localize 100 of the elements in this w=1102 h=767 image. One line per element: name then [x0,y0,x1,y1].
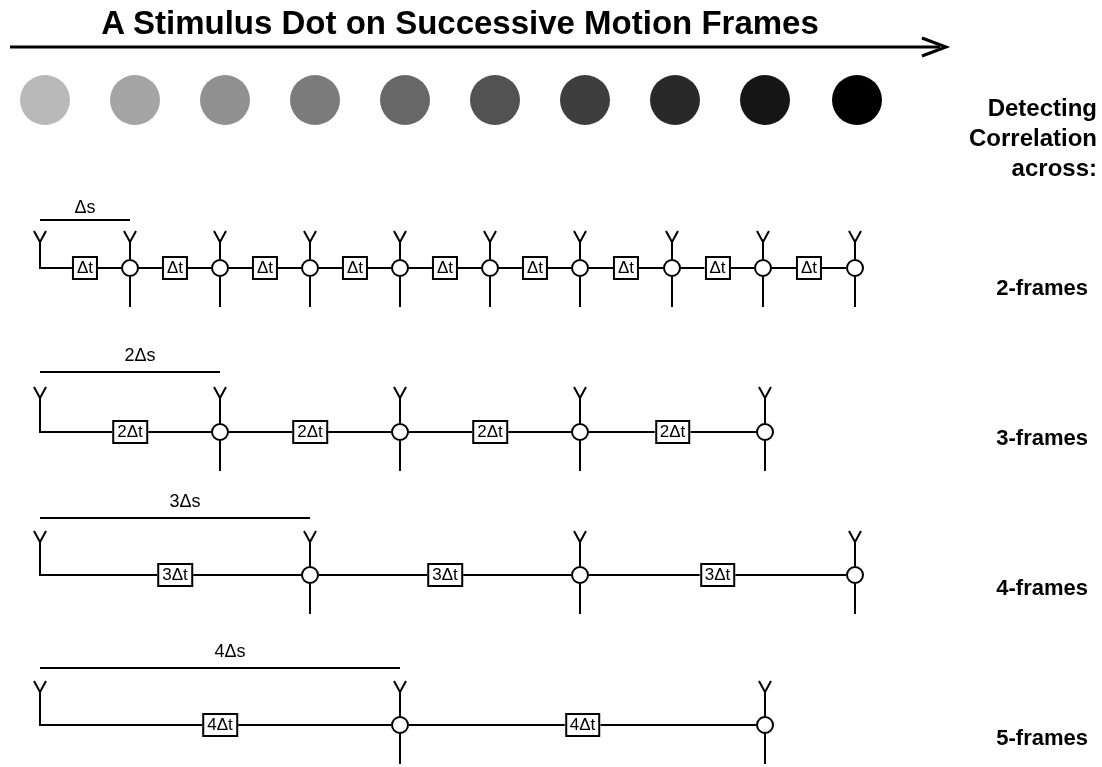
delay-box: 2Δt [654,420,691,444]
connector-line [146,431,212,433]
connector-line [506,431,572,433]
correlator-circle [756,716,774,734]
receptor-line [848,230,862,260]
output-line [309,276,311,308]
connector-line [408,724,566,726]
correlator-circle [846,259,864,277]
receptor-line [123,230,137,260]
receptor-line [303,230,317,260]
stimulus-dot [110,75,160,125]
title: A Stimulus Dot on Successive Motion Frames [101,4,819,42]
stimulus-dot [380,75,430,125]
stimulus-dot [470,75,520,125]
correlator-circle [571,423,589,441]
stimulus-dot [832,75,882,125]
stimulus-dot [560,75,610,125]
connector-line [734,574,847,576]
output-line [854,583,856,615]
delay-box: Δt [704,256,731,280]
connector-line [367,267,392,269]
output-line [764,440,766,472]
output-line [579,276,581,308]
connector-line [236,724,392,726]
delay-box: 2Δt [112,420,148,444]
output-line [489,276,491,308]
column-heading: Detecting Correlation across: [968,93,1097,183]
correlator-circle [663,259,681,277]
connector-line [599,724,757,726]
correlator-circle [301,566,319,584]
correlator-circle [571,259,589,277]
correlator-circle [754,259,772,277]
delay-box: Δt [612,256,640,280]
correlator-circle [391,259,409,277]
receptor-line [573,230,587,260]
connector-line [771,267,797,269]
connector-line [326,431,392,433]
connector-line [729,267,755,269]
correlator-circle [211,423,229,441]
row-label: 4-frames [996,575,1088,601]
receptor-line [573,530,587,567]
output-line [399,440,401,472]
row-label: 3-frames [996,425,1088,451]
connector-line [191,574,302,576]
delay-box: 3Δt [427,563,463,587]
connector-line [228,267,253,269]
connector-line [228,431,294,433]
connector-line [461,574,572,576]
delay-box: Δt [341,256,369,280]
connector-line [588,431,656,433]
receptor-line [393,386,407,424]
receptor-line [33,530,159,576]
delay-box: Δt [161,256,189,280]
connector-line [689,431,757,433]
output-line [129,276,131,308]
receptor-line [483,230,497,260]
connector-line [547,267,572,269]
correlator-circle [846,566,864,584]
correlator-circle [301,259,319,277]
delay-box: Δt [795,256,823,280]
receptor-line [33,386,114,433]
receptor-line [665,230,679,260]
dimension-label: 3Δs [169,491,201,512]
correlator-circle [481,259,499,277]
correlator-circle [211,259,229,277]
output-line [219,440,221,472]
row-label: 2-frames [996,275,1088,301]
output-line [219,276,221,308]
dimension-label: 4Δs [214,641,246,662]
output-line [579,583,581,615]
delay-box: Δt [431,256,459,280]
dimension-label: Δs [74,197,96,218]
receptor-line [573,386,587,424]
receptor-line [213,230,227,260]
correlator-circle [571,566,589,584]
row-label: 5-frames [996,725,1088,751]
connector-line [588,267,614,269]
delay-box: Δt [251,256,279,280]
delay-box: Δt [71,256,99,280]
receptor-line [756,230,770,260]
delay-box: 2Δt [292,420,328,444]
receptor-line [33,230,73,269]
stimulus-dot [20,75,70,125]
correlator-circle [391,423,409,441]
connector-line [588,574,701,576]
output-line [764,733,766,765]
correlator-circle [391,716,409,734]
receptor-line [758,680,772,717]
stimulus-dot [290,75,340,125]
connector-line [187,267,212,269]
delay-box: 4Δt [202,713,238,737]
output-line [579,440,581,472]
dimension-label: 2Δs [124,345,156,366]
connector-line [498,267,523,269]
connector-line [408,431,474,433]
connector-line [138,267,163,269]
connector-line [277,267,302,269]
connector-line [97,267,122,269]
connector-line [318,574,429,576]
receptor-line [393,680,407,717]
